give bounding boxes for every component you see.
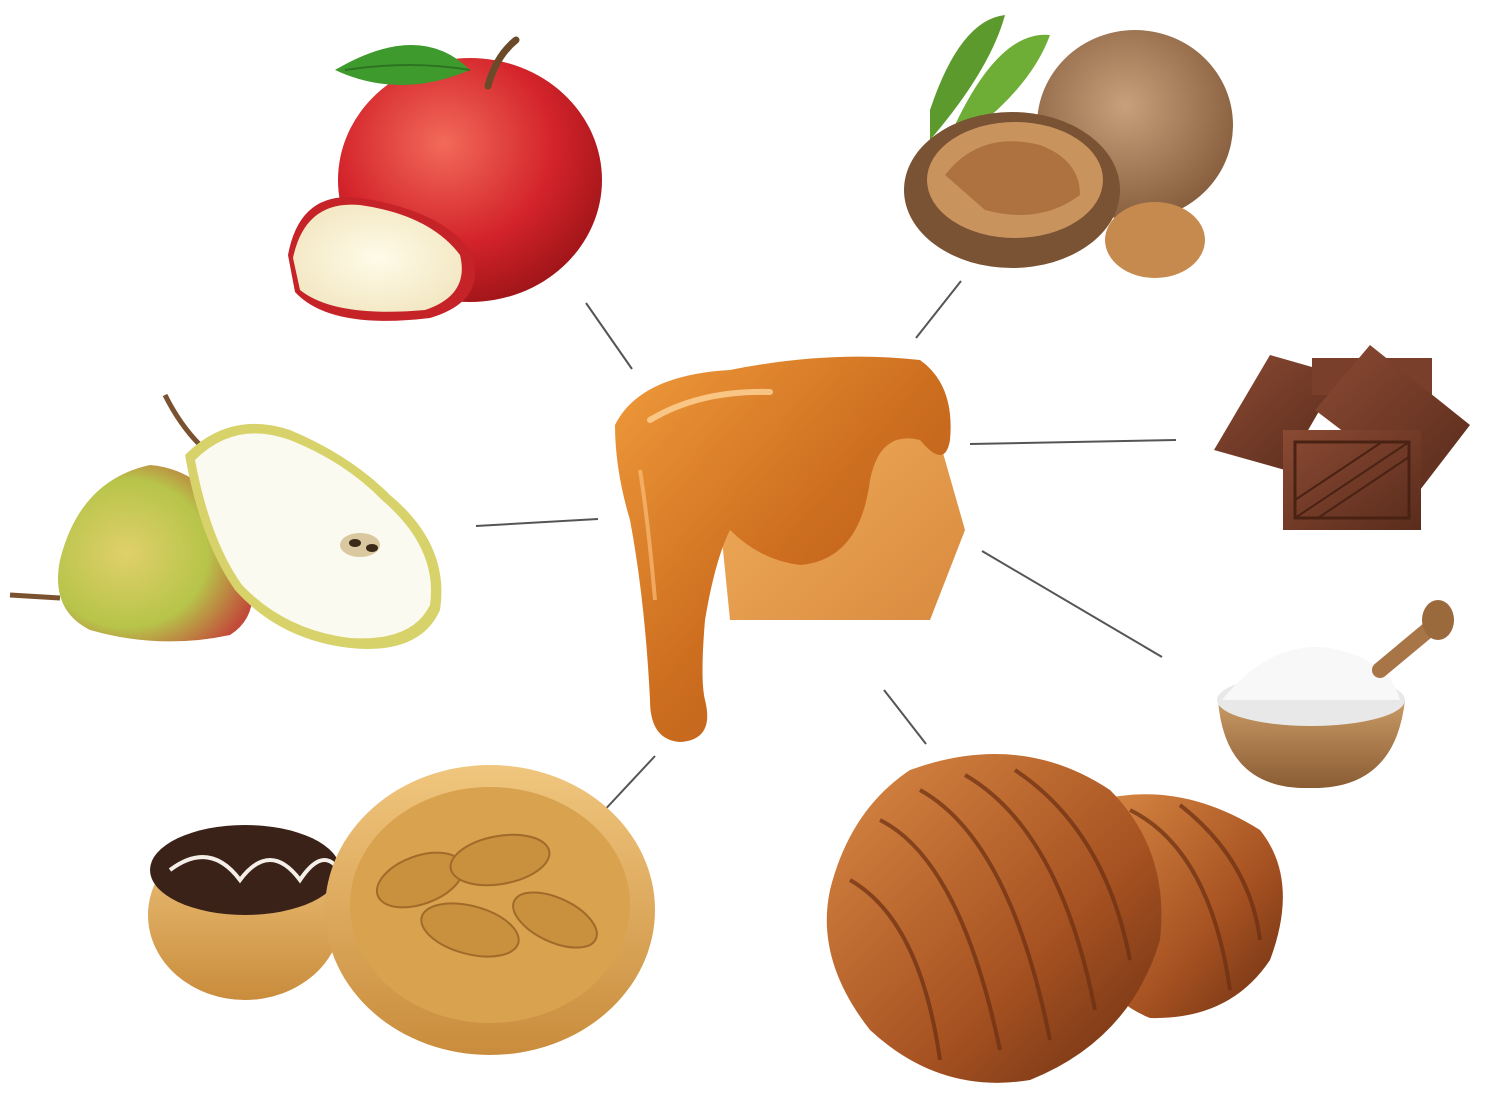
connector-pear [476,519,598,526]
chocolate-icon [1214,345,1470,530]
connector-walnut [916,281,961,338]
tart-icon [148,765,655,1055]
caramel-icon [615,357,965,742]
apple-icon [288,40,602,321]
connector-sugar [982,551,1162,657]
pastry-icon [827,754,1283,1083]
pear-icon [10,395,441,649]
sugar-bowl-icon [1217,600,1454,788]
connector-apple [586,303,632,369]
walnut-icon [904,15,1233,278]
connector-pastry [884,690,926,744]
connector-tarts [600,756,655,815]
connector-chocolate [970,440,1176,444]
